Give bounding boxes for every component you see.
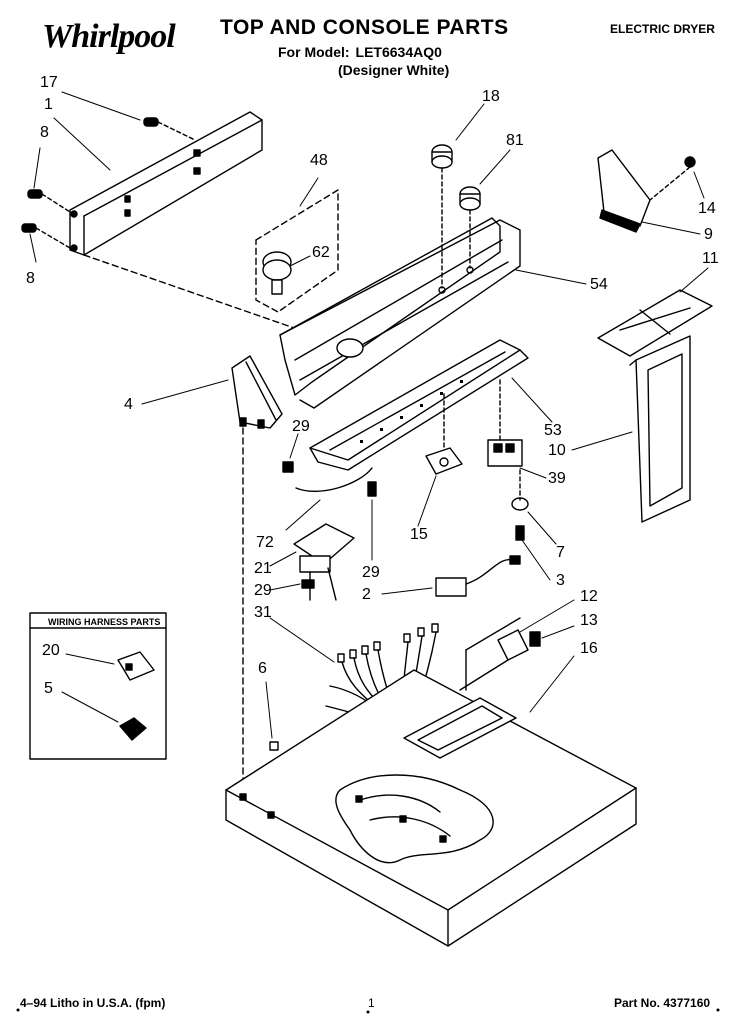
- callout-9: 9: [704, 226, 713, 243]
- callout-4: 4: [124, 396, 133, 413]
- screw-8-upper: [27, 189, 71, 213]
- callout-54: 54: [590, 276, 608, 293]
- callout-13: 13: [580, 612, 598, 629]
- callout-5: 5: [44, 680, 53, 697]
- part-10-side-panel: [629, 335, 691, 523]
- part-4-end-cap: [231, 355, 283, 801]
- part-1-rear-bracket: [69, 111, 263, 256]
- callout-8-lower: 8: [26, 270, 35, 287]
- part-7-fastener: [511, 469, 529, 541]
- callout-15: 15: [410, 526, 428, 543]
- footer-ticks: [16, 1008, 720, 1014]
- callout-10: 10: [548, 442, 566, 459]
- screw-8-lower: [21, 223, 71, 249]
- model-line: For Model: LET6634AQ0: [278, 44, 442, 60]
- callout-8-upper: 8: [40, 124, 49, 141]
- part-21-timer: [293, 467, 373, 601]
- callout-17: 17: [40, 74, 58, 91]
- inset-title: WIRING HARNESS PARTS: [48, 617, 161, 627]
- model-number: LET6634AQ0: [355, 44, 442, 60]
- litho-note: 4–94 Litho in U.S.A. (fpm): [20, 996, 166, 1010]
- callout-62: 62: [312, 244, 330, 261]
- callout-20: 20: [42, 642, 60, 659]
- callout-29-middle: 29: [362, 564, 380, 581]
- callout-1: 1: [44, 96, 53, 113]
- callout-6: 6: [258, 660, 267, 677]
- callout-39: 39: [548, 470, 566, 487]
- leader-lines: [29, 91, 709, 739]
- callout-16: 16: [580, 640, 598, 657]
- part-2-connector: [435, 555, 521, 597]
- part-16-dryer-top: [225, 617, 637, 947]
- callout-31: 31: [254, 604, 272, 621]
- part-12-clip: [459, 629, 541, 691]
- callout-18: 18: [482, 88, 500, 105]
- page-title: TOP AND CONSOLE PARTS: [220, 16, 509, 39]
- callout-12: 12: [580, 588, 598, 605]
- screw-17: [143, 117, 196, 141]
- screws-29: [282, 461, 377, 589]
- wiring-harness-inset: [29, 612, 167, 760]
- part-53-control-bracket: [309, 339, 529, 471]
- callout-3: 3: [556, 572, 565, 589]
- callout-72: 72: [256, 534, 274, 551]
- callout-29-upper: 29: [292, 418, 310, 435]
- part-39-switch: [487, 439, 523, 467]
- callout-2: 2: [362, 586, 371, 603]
- callout-29-lower: 29: [254, 582, 272, 599]
- part-15-switch: [425, 447, 463, 475]
- callout-48: 48: [310, 152, 328, 169]
- lower-wire-harness: [335, 774, 494, 864]
- callout-21: 21: [254, 560, 272, 577]
- callout-53: 53: [544, 422, 562, 439]
- callout-14: 14: [698, 200, 716, 217]
- brand-logo: Whirlpool: [42, 18, 176, 55]
- callout-81: 81: [506, 132, 524, 149]
- callout-7: 7: [556, 544, 565, 561]
- model-variant: (Designer White): [338, 62, 450, 78]
- knob-18: [431, 144, 453, 289]
- part-48-dashed-assembly: [255, 189, 339, 313]
- product-type: ELECTRIC DRYER: [610, 22, 715, 36]
- knob-81: [459, 186, 481, 269]
- part-number: Part No. 4377160: [614, 996, 711, 1010]
- callout-11: 11: [702, 250, 719, 267]
- part-11-top-cover: [597, 289, 713, 357]
- model-label: For Model:: [278, 44, 350, 60]
- part-9-end-cap: [597, 149, 696, 233]
- page-number: 1: [368, 996, 375, 1010]
